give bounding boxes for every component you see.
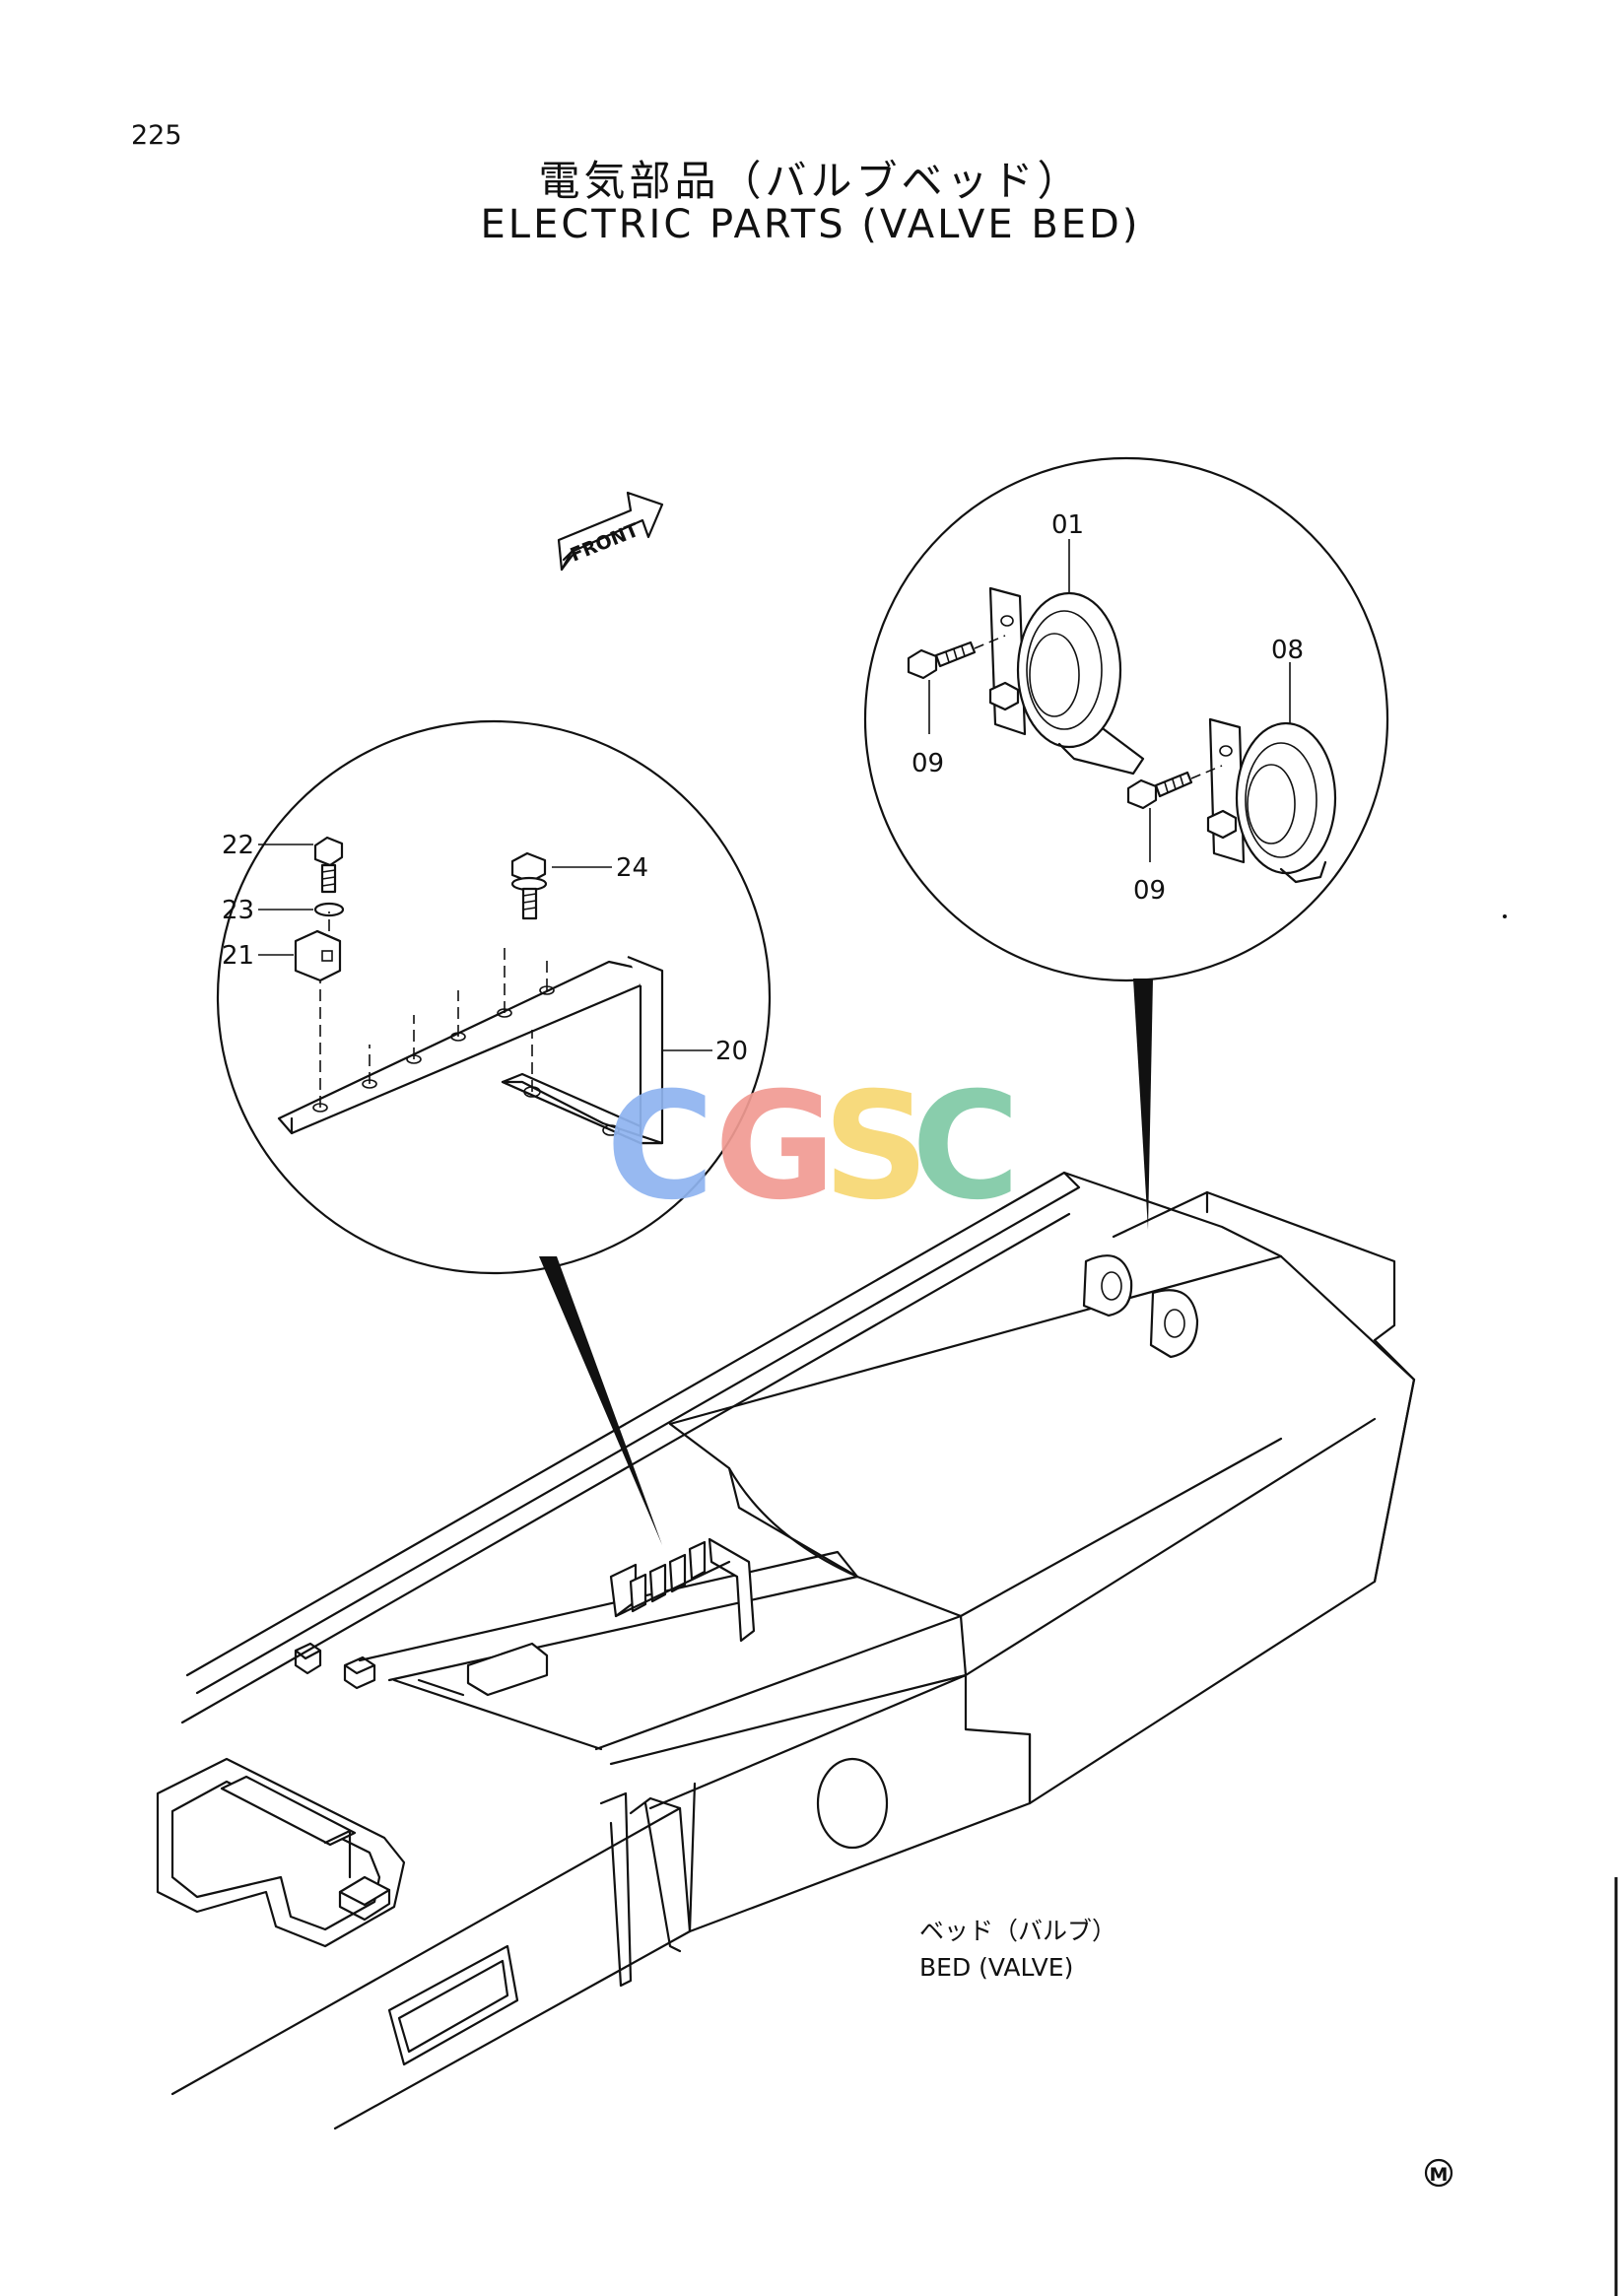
- watermark-letter-g: G: [714, 1061, 836, 1233]
- callout-21: 21: [222, 941, 254, 971]
- detail-circle-horns: 01 08 09 09: [863, 456, 1389, 1230]
- caption-english: BED (VALVE): [919, 1953, 1073, 1982]
- stray-dot: [1503, 914, 1507, 918]
- title-japanese: 電気部品（バルブベッド）: [538, 157, 1083, 205]
- callout-24: 24: [616, 853, 648, 883]
- cgsc-watermark: C G S C: [606, 1061, 1020, 1233]
- callout-23: 23: [222, 896, 254, 925]
- mark-letter: M: [1430, 2164, 1449, 2186]
- watermark-letter-s: S: [823, 1061, 929, 1233]
- callout-01: 01: [1051, 510, 1084, 540]
- callout-22: 22: [222, 831, 254, 860]
- watermark-letter-c2: C: [912, 1061, 1020, 1233]
- circled-m-mark: M: [1424, 2158, 1453, 2188]
- callout-20: 20: [715, 1037, 748, 1066]
- valve-bed-frame: [156, 1171, 1416, 2130]
- callout-09-lower: 09: [1133, 876, 1166, 906]
- caption-japanese: ベッド（バルブ）: [919, 1917, 1116, 1945]
- front-arrow-icon: FRONT: [557, 491, 664, 572]
- callout-08: 08: [1271, 636, 1304, 665]
- watermark-letter-c1: C: [606, 1061, 714, 1233]
- detail-circle-relay-bracket: 22 23 21 24 20: [216, 719, 772, 1545]
- title-english: ELECTRIC PARTS (VALVE BED): [480, 202, 1141, 247]
- callout-09-upper: 09: [912, 749, 944, 778]
- page-number: 225: [131, 120, 182, 151]
